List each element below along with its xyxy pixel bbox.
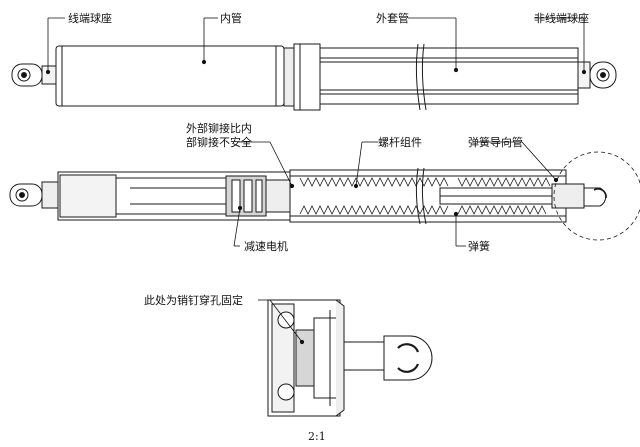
outer-tube [319, 47, 579, 105]
wire-end-ball-seat [11, 63, 57, 87]
label-spring-guide-tube: 弹簧导向管 [468, 135, 523, 149]
label-outer-rivet-line2: 部铆接不安全 [186, 135, 252, 149]
detail-view [267, 299, 433, 417]
section-callouts [233, 141, 559, 247]
label-gear-motor: 减速电机 [244, 239, 288, 253]
label-screw-assembly: 螺杆组件 [378, 135, 422, 149]
detail-callout [258, 299, 305, 345]
label-inner-tube: 内管 [220, 11, 242, 25]
non-wire-end-ball-seat [577, 61, 617, 89]
scale-caption: 2:1 [308, 430, 326, 443]
spring [299, 177, 551, 215]
label-outer-tube: 外套管 [376, 11, 409, 25]
gear-motor [225, 175, 267, 217]
spring-guide-tube [439, 187, 553, 205]
label-outer-rivet-line1: 外部铆接比内 [186, 121, 252, 135]
label-spring: 弹簧 [468, 239, 490, 253]
top-callouts [45, 17, 587, 75]
label-pin-note: 此处为销钉穿孔固定 [144, 293, 243, 307]
label-wire-end-ball-seat: 线端球座 [68, 11, 112, 25]
inner-tube [55, 45, 285, 107]
section-view [9, 151, 640, 241]
top-external-view [11, 43, 617, 111]
label-non-wire-end-ball-seat: 非线端球座 [534, 11, 589, 25]
